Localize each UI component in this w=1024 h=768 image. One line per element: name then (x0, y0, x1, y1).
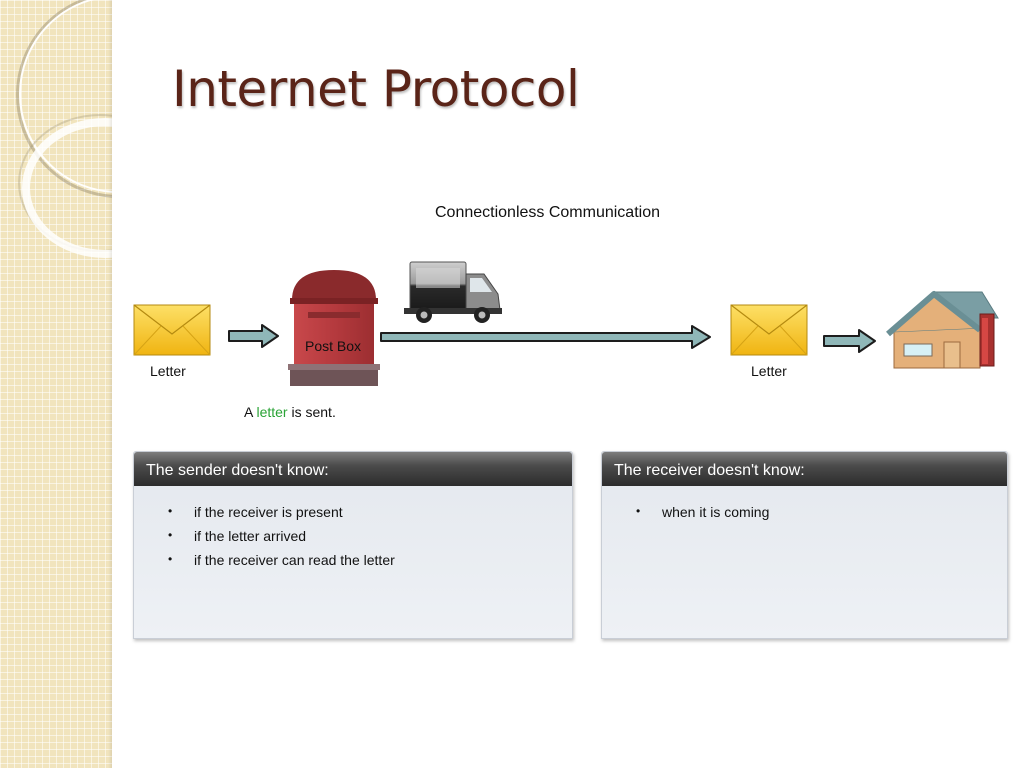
list-item: if the receiver is present (168, 504, 572, 520)
sent-text-prefix: A (244, 404, 257, 420)
envelope-icon (730, 304, 808, 356)
sender-list: if the receiver is present if the letter… (134, 486, 572, 568)
sender-letter-label: Letter (150, 363, 186, 379)
receiver-panel-header: The receiver doesn't know: (602, 452, 1007, 486)
arrow-icon (823, 329, 876, 353)
arrow-icon (228, 324, 279, 348)
list-item: if the letter arrived (168, 528, 572, 544)
arrow-icon (380, 325, 711, 349)
receiver-list: when it is coming (602, 486, 1007, 520)
decorative-side-strip (0, 0, 112, 768)
sender-panel-header: The sender doesn't know: (134, 452, 572, 486)
diagram-caption: Connectionless Communication (435, 204, 660, 221)
sender-panel: The sender doesn't know: if the receiver… (133, 451, 573, 639)
sent-text-suffix: is sent. (287, 404, 336, 420)
truck-icon (404, 261, 502, 323)
house-icon (886, 291, 999, 369)
sent-text-highlight: letter (256, 404, 288, 420)
receiver-letter-label: Letter (751, 363, 787, 379)
receiver-panel: The receiver doesn't know: when it is co… (601, 451, 1008, 639)
postbox-label: Post Box (304, 338, 362, 354)
envelope-icon (133, 304, 211, 356)
slide-title: Internet Protocol (172, 60, 580, 118)
letter-sent-caption: A letter is sent. (244, 404, 336, 420)
list-item: when it is coming (636, 504, 1007, 520)
postbox-icon (288, 270, 380, 386)
list-item: if the receiver can read the letter (168, 552, 572, 568)
